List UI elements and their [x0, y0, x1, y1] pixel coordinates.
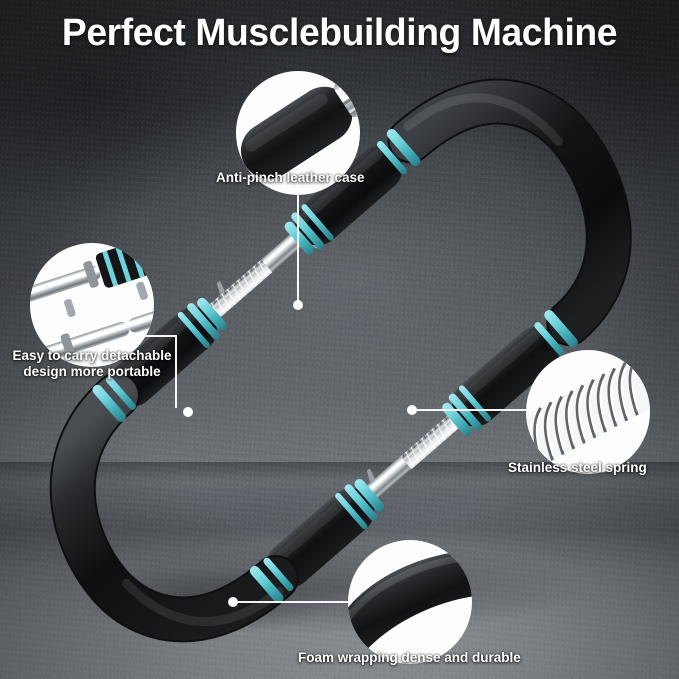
callout-label-detachable-line2: design more portable	[23, 364, 161, 380]
callout-label-anti-pinch: Anti-pinch leather case	[216, 170, 365, 185]
callout-label-detachable: Easy to carry detachable design more por…	[6, 348, 178, 381]
callout-inset-spring	[526, 350, 650, 474]
callout-inset-foam	[348, 540, 472, 664]
page-title: Perfect Musclebuilding Machine	[61, 12, 618, 54]
callout-label-foam: Foam wrapping dense and durable	[298, 650, 521, 665]
leader-endpoint-dots	[183, 300, 417, 607]
callout-label-detachable-line1: Easy to carry detachable	[12, 348, 172, 363]
callout-label-spring: Stainless steel spring	[508, 460, 647, 475]
